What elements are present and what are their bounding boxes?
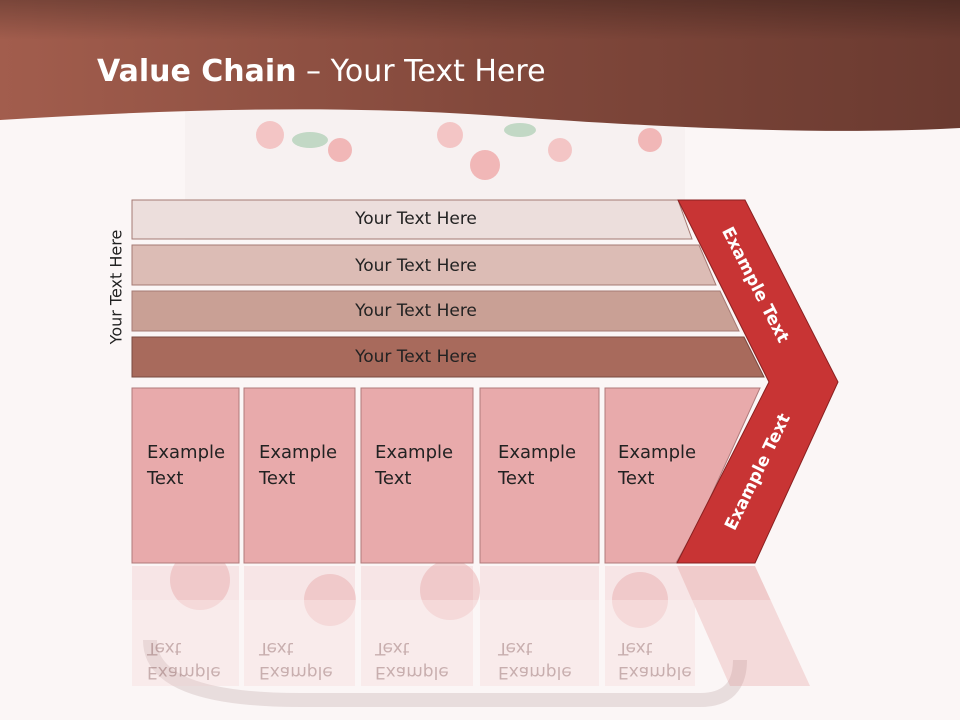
box-2 — [243, 387, 356, 564]
reflection — [132, 566, 810, 686]
band-1-label: Your Text Here — [355, 209, 477, 229]
band-2 — [131, 244, 717, 286]
box-1-line2: Text — [147, 468, 184, 489]
band-3 — [131, 290, 740, 332]
title-bold: Value Chain — [97, 54, 297, 89]
box-1 — [131, 387, 240, 564]
band-2-label: Your Text Here — [355, 256, 477, 276]
box-4-line2: Text — [498, 468, 535, 489]
box-4-line1: Example — [498, 442, 577, 463]
box-2-line1: Example — [259, 442, 338, 463]
band-4-label: Your Text Here — [355, 347, 477, 367]
band-3-label: Your Text Here — [355, 301, 477, 321]
box-5-line2: Text — [618, 468, 655, 489]
slide-title: Value Chain – Your Text Here — [97, 54, 546, 89]
box-3-line2: Text — [375, 468, 412, 489]
title-rest: – Your Text Here — [296, 54, 546, 89]
side-label: Your Text Here — [106, 229, 126, 345]
chevron-arrow — [676, 199, 839, 564]
box-2-line2: Text — [259, 468, 296, 489]
band-4 — [131, 336, 765, 378]
box-5-line1: Example — [618, 442, 697, 463]
box-1-line1: Example — [147, 442, 226, 463]
band-1 — [131, 199, 693, 240]
box-3 — [360, 387, 474, 564]
box-3-line1: Example — [375, 442, 454, 463]
box-4 — [479, 387, 600, 564]
